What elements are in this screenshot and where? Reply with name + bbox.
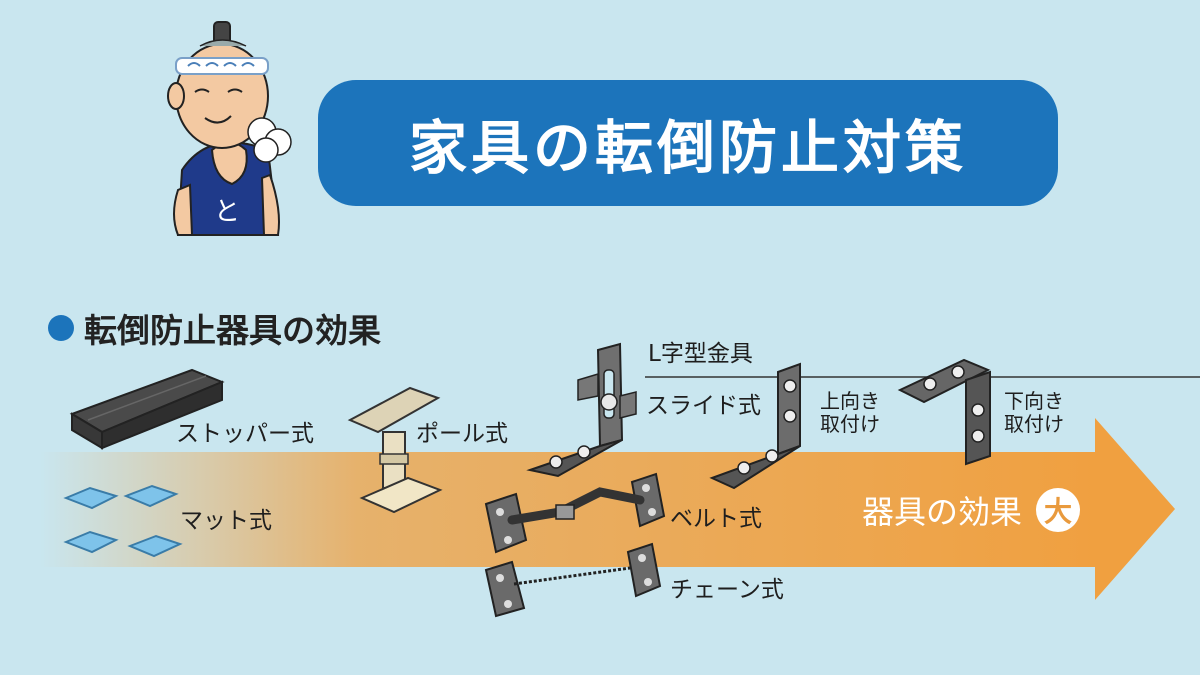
effect-label-text: 器具の効果 [862, 493, 1023, 531]
effect-label: 器具の効果 大 [862, 487, 1081, 533]
label-stopper: ストッパー式 [176, 421, 314, 447]
section-heading-text: 転倒防止器具の効果 [84, 311, 381, 350]
title-banner: 家具の転倒防止対策 [318, 80, 1058, 206]
label-downward-line2: 取付け [1004, 412, 1064, 436]
stopper-device-icon [69, 368, 225, 450]
label-belt: ベルト式 [670, 506, 762, 532]
label-pole: ポール式 [416, 421, 508, 447]
pole-device-icon [347, 386, 443, 514]
belt-device-icon [484, 472, 666, 554]
mascot-shirt-glyph: と [214, 197, 240, 227]
mascot-icon: と [167, 21, 292, 236]
downward-bracket-icon [897, 358, 991, 466]
label-downward-line1: 下向き [1004, 389, 1064, 413]
effect-badge: 大 [1036, 488, 1081, 532]
chain-device-icon [484, 542, 662, 618]
label-chain: チェーン式 [670, 577, 784, 603]
label-upward-line1: 上向き [820, 389, 880, 413]
slide-bracket-icon [526, 342, 637, 478]
upward-bracket-icon [709, 362, 801, 490]
page-title: 家具の転倒防止対策 [408, 114, 967, 182]
section-heading: 転倒防止器具の効果 [48, 306, 381, 350]
label-l-bracket: L字型金具 [648, 341, 753, 367]
mat-device-icon [63, 484, 183, 558]
label-downward: 下向き 取付け [1004, 390, 1064, 436]
label-upward: 上向き 取付け [820, 390, 880, 436]
bullet-icon [48, 315, 74, 341]
label-mat: マット式 [180, 508, 272, 534]
label-slide: スライド式 [646, 393, 761, 419]
label-upward-line2: 取付け [820, 412, 880, 436]
